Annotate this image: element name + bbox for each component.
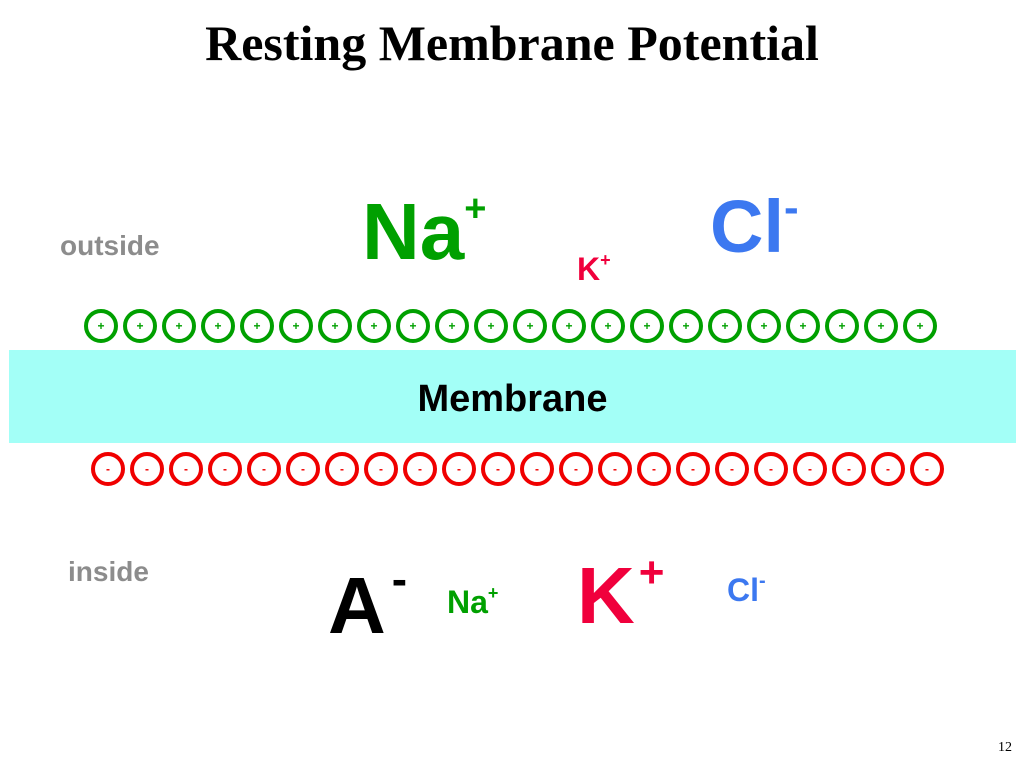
positive-charge-10: + <box>435 309 469 343</box>
positive-charge-2: + <box>123 309 157 343</box>
positive-charge-6: + <box>279 309 313 343</box>
negative-charge-17: - <box>715 452 749 486</box>
outside-k-symbol: K <box>577 251 601 287</box>
outside-cl-charge: - <box>784 183 799 232</box>
negative-charge-5: - <box>247 452 281 486</box>
membrane: Membrane <box>9 350 1016 443</box>
positive-charge-13: + <box>552 309 586 343</box>
negative-charge-13: - <box>559 452 593 486</box>
positive-charge-8: + <box>357 309 391 343</box>
negative-charge-21: - <box>871 452 905 486</box>
positive-charge-20: + <box>825 309 859 343</box>
outside-k-ion: K+ <box>577 250 611 287</box>
inside-k-charge: + <box>638 548 665 597</box>
negative-charge-6: - <box>286 452 320 486</box>
positive-charge-17: + <box>708 309 742 343</box>
inside-a-symbol: A <box>328 561 386 650</box>
inside-k-symbol: K <box>577 551 635 640</box>
negative-charge-10: - <box>442 452 476 486</box>
inside-label: inside <box>68 556 149 587</box>
outside-cl-ion: Cl- <box>710 186 799 264</box>
negative-charge-2: - <box>130 452 164 486</box>
negative-charge-11: - <box>481 452 515 486</box>
positive-charge-12: + <box>513 309 547 343</box>
outside-k-charge: + <box>600 250 611 270</box>
inside-cl-symbol: Cl <box>727 572 759 608</box>
negative-charge-12: - <box>520 452 554 486</box>
inside-na-charge: + <box>487 583 499 603</box>
positive-charge-4: + <box>201 309 235 343</box>
negative-charge-14: - <box>598 452 632 486</box>
inside-na-symbol: Na <box>447 584 488 620</box>
negative-charge-15: - <box>637 452 671 486</box>
positive-charge-16: + <box>669 309 703 343</box>
negative-charge-9: - <box>403 452 437 486</box>
positive-charge-1: + <box>84 309 118 343</box>
negative-charge-8: - <box>364 452 398 486</box>
negative-charge-1: - <box>91 452 125 486</box>
negative-charge-7: - <box>325 452 359 486</box>
negative-charge-22: - <box>910 452 944 486</box>
inside-cl-ion: Cl- <box>727 571 766 608</box>
membrane-label: Membrane <box>417 378 608 420</box>
positive-charge-9: + <box>396 309 430 343</box>
positive-charge-3: + <box>162 309 196 343</box>
inside-a-charge: - <box>391 553 408 605</box>
inside-a-ion: A- <box>328 556 407 646</box>
inside-na-ion: Na+ <box>447 583 499 620</box>
positive-charge-7: + <box>318 309 352 343</box>
negative-charge-18: - <box>754 452 788 486</box>
positive-charge-18: + <box>747 309 781 343</box>
slide-title: Resting Membrane Potential <box>205 15 819 71</box>
outside-na-charge: + <box>464 188 487 230</box>
outside-label: outside <box>60 230 160 261</box>
negative-charge-4: - <box>208 452 242 486</box>
positive-charge-14: + <box>591 309 625 343</box>
outside-na-ion: Na+ <box>362 190 486 272</box>
positive-charge-19: + <box>786 309 820 343</box>
page-number: 12 <box>998 740 1012 755</box>
negative-charge-20: - <box>832 452 866 486</box>
positive-charge-15: + <box>630 309 664 343</box>
negative-charge-3: - <box>169 452 203 486</box>
outside-na-symbol: Na <box>362 187 465 276</box>
positive-charge-21: + <box>864 309 898 343</box>
outside-cl-symbol: Cl <box>710 185 784 268</box>
negative-charge-19: - <box>793 452 827 486</box>
inside-k-ion: K+ <box>577 551 664 636</box>
negative-charge-16: - <box>676 452 710 486</box>
positive-charge-5: + <box>240 309 274 343</box>
positive-charge-22: + <box>903 309 937 343</box>
positive-charge-11: + <box>474 309 508 343</box>
inside-cl-charge: - <box>759 570 766 592</box>
